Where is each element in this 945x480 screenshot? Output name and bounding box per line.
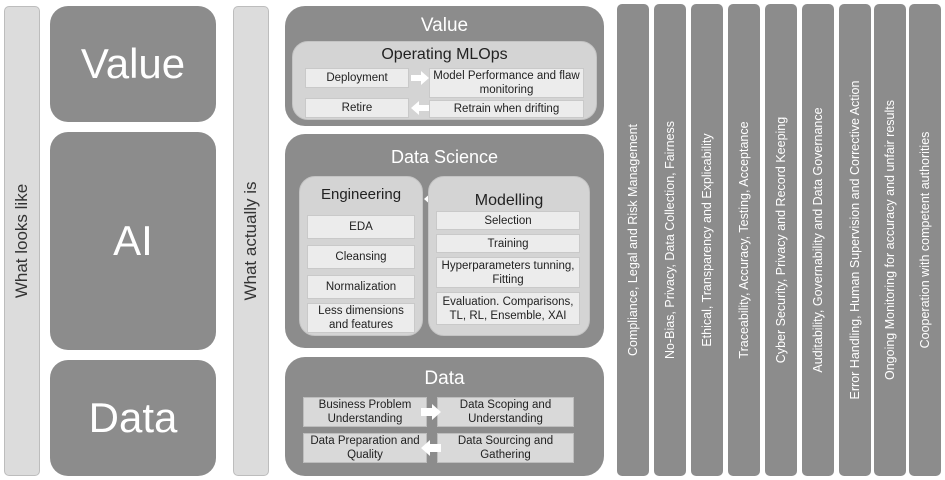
- requirement-auditability: Auditability, Governability and Data Gov…: [802, 4, 834, 476]
- what-actually-is-label: What actually is: [241, 181, 260, 301]
- cleansing-box: Cleansing: [307, 245, 415, 269]
- deployment-box: Deployment: [305, 68, 409, 88]
- selection-box: Selection: [436, 211, 580, 230]
- value-panel-title: Value: [420, 15, 469, 36]
- mlops-title: Operating MLOps: [381, 46, 508, 63]
- monitoring-box: Model Performance and flaw monitoring: [429, 68, 584, 98]
- requirement-ongoing-monitoring: Ongoing Monitoring for accuracy and unfa…: [874, 4, 906, 476]
- requirement-label: Compliance, Legal and Risk Management: [626, 123, 640, 357]
- dimensions-box: Less dimensions and features: [307, 303, 415, 333]
- engineering-panel: Engineering EDA Cleansing Normalization …: [299, 176, 423, 336]
- modelling-title: Modelling: [474, 192, 544, 209]
- right-arrow-icon: [421, 404, 441, 420]
- eda-box: EDA: [307, 215, 415, 239]
- requirement-label: Error Handling, Human Supervision and Co…: [848, 80, 862, 400]
- value-block: Value: [50, 6, 216, 122]
- requirement-ethical: Ethical, Transparency and Explicability: [691, 4, 723, 476]
- left-arrow-icon: [421, 440, 441, 456]
- requirement-no-bias: No-Bias, Privacy, Data Collection, Fairn…: [654, 4, 686, 476]
- data-block: Data: [50, 360, 216, 476]
- normalization-box: Normalization: [307, 275, 415, 299]
- what-looks-like-label: What looks like: [12, 183, 31, 299]
- hyperparameters-box: Hyperparameters tunning, Fitting: [436, 257, 580, 288]
- business-problem-box: Business Problem Understanding: [303, 397, 427, 427]
- modelling-panel: Modelling Selection Training Hyperparame…: [428, 176, 590, 336]
- requirement-label: Cyber Security, Privacy and Record Keepi…: [774, 116, 788, 364]
- requirement-label: Traceability, Accuracy, Testing, Accepta…: [737, 121, 751, 359]
- engineering-title: Engineering: [320, 186, 402, 203]
- mlops-panel: Operating MLOps Deployment Model Perform…: [292, 41, 597, 120]
- data-panel: Data Business Problem Understanding Data…: [285, 357, 604, 476]
- retire-box: Retire: [305, 98, 409, 118]
- right-arrow-icon: [411, 71, 429, 85]
- what-looks-like-bar: What looks like: [4, 6, 40, 476]
- requirement-error-handling: Error Handling, Human Supervision and Co…: [839, 4, 871, 476]
- value-block-label: Value: [80, 40, 186, 87]
- ai-block-label: AI: [113, 217, 153, 264]
- evaluation-box: Evaluation. Comparisons, TL, RL, Ensembl…: [436, 292, 580, 325]
- data-scoping-box: Data Scoping and Understanding: [437, 397, 574, 427]
- retrain-box: Retrain when drifting: [429, 100, 584, 118]
- data-science-panel: Data Science Engineering EDA Cleansing N…: [285, 134, 604, 348]
- requirement-cyber-security: Cyber Security, Privacy and Record Keepi…: [765, 4, 797, 476]
- requirement-label: Auditability, Governability and Data Gov…: [811, 107, 825, 373]
- requirement-label: Cooperation with competent authorities: [918, 131, 932, 349]
- what-actually-is-bar: What actually is: [233, 6, 269, 476]
- ai-block: AI: [50, 132, 216, 350]
- requirement-traceability: Traceability, Accuracy, Testing, Accepta…: [728, 4, 760, 476]
- data-block-label: Data: [88, 394, 178, 441]
- requirement-label: No-Bias, Privacy, Data Collection, Fairn…: [663, 120, 677, 360]
- left-arrow-icon: [411, 101, 429, 115]
- requirement-label: Ethical, Transparency and Explicability: [700, 133, 714, 347]
- data-science-title: Data Science: [390, 147, 499, 167]
- training-box: Training: [436, 234, 580, 253]
- requirement-compliance: Compliance, Legal and Risk Management: [617, 4, 649, 476]
- requirement-label: Ongoing Monitoring for accuracy and unfa…: [883, 99, 897, 381]
- data-panel-title: Data: [424, 368, 465, 389]
- requirement-cooperation: Cooperation with competent authorities: [909, 4, 941, 476]
- value-panel: Value Operating MLOps Deployment Model P…: [285, 6, 604, 126]
- data-preparation-box: Data Preparation and Quality: [303, 433, 427, 463]
- data-sourcing-box: Data Sourcing and Gathering: [437, 433, 574, 463]
